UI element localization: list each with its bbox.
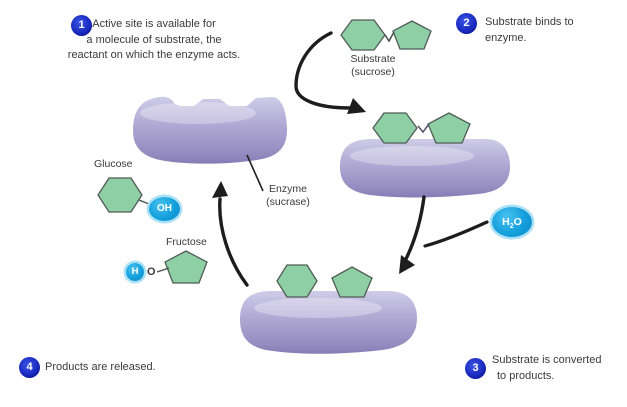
h-atom-pill: H [126, 263, 144, 281]
enzyme-blob-complex [340, 139, 510, 198]
substrate-pentagon [392, 20, 432, 50]
arrowhead-recycle-enzyme [212, 181, 228, 198]
complex-pentagon [427, 112, 471, 144]
complex-hexagon [372, 112, 418, 144]
enzyme-complex-highlight [350, 146, 474, 166]
fructose-o-bond [156, 267, 170, 273]
step-3-badge: 3 [465, 358, 486, 379]
enzyme-label-name: Enzyme [269, 183, 307, 195]
glucose-label: Glucose [94, 158, 133, 170]
step-3-line-1: Substrate is converted [492, 354, 602, 366]
water-o-text: O [513, 216, 522, 228]
arrow-complex-to-products [403, 195, 426, 263]
product-hexagon [276, 264, 318, 298]
step-1-line-2: a molecule of substrate, the [86, 33, 222, 46]
arrow-water-branch [423, 220, 489, 248]
step-3-text: Substrate is converted to products. [492, 353, 622, 384]
step-2-text: Substrate binds to enzyme. [485, 15, 615, 46]
step-4-badge: 4 [19, 357, 40, 378]
substrate-label: Substrate (sucrose) [333, 53, 413, 78]
enzyme-blob-products [240, 291, 417, 354]
arrowhead-substrate-to-complex [347, 98, 366, 114]
o-atom-text: O [147, 266, 156, 278]
water-subscript: 2 [509, 223, 514, 231]
water-pill: H2O [492, 207, 532, 237]
glucose-hexagon [97, 177, 143, 213]
step-1-line-3: reactant on which the enzyme acts. [67, 49, 241, 61]
water-h-text: H [502, 216, 510, 228]
substrate-label-name: Substrate [350, 53, 396, 65]
complex-bond-notch [417, 123, 430, 134]
arrowhead-complex-to-products [399, 255, 415, 274]
step-2-badge: 2 [456, 13, 477, 34]
fructose-label: Fructose [166, 236, 207, 248]
oh-group-pill: OH [149, 197, 180, 221]
enzyme-blob-free [133, 96, 287, 164]
step-3-line-2: to products. [497, 369, 555, 382]
fructose-pentagon [164, 250, 208, 284]
step-1-badge: 1 [71, 15, 92, 36]
step-4-line-1: Products are released. [45, 361, 156, 373]
enzyme-label: Enzyme (sucrase) [256, 183, 320, 208]
step-2-line-2: enzyme. [485, 31, 527, 44]
enzyme-products-highlight [254, 298, 382, 318]
enzyme-free-highlight [140, 102, 256, 124]
product-pentagon [331, 266, 373, 298]
step-1-line-1: Active site is available for [92, 18, 216, 30]
substrate-hexagon [340, 19, 386, 51]
enzyme-label-sub: (sucrase) [266, 195, 310, 208]
step-1-text: Active site is available for a molecule … [58, 17, 250, 64]
substrate-label-sub: (sucrose) [351, 65, 395, 78]
arrow-substrate-to-complex [294, 31, 352, 110]
step-4-text: Products are released. [45, 360, 225, 376]
glycosidic-bond [384, 31, 395, 43]
arrow-recycle-enzyme [218, 197, 249, 287]
step-2-line-1: Substrate binds to [485, 16, 574, 28]
enzyme-label-leader [246, 154, 264, 192]
